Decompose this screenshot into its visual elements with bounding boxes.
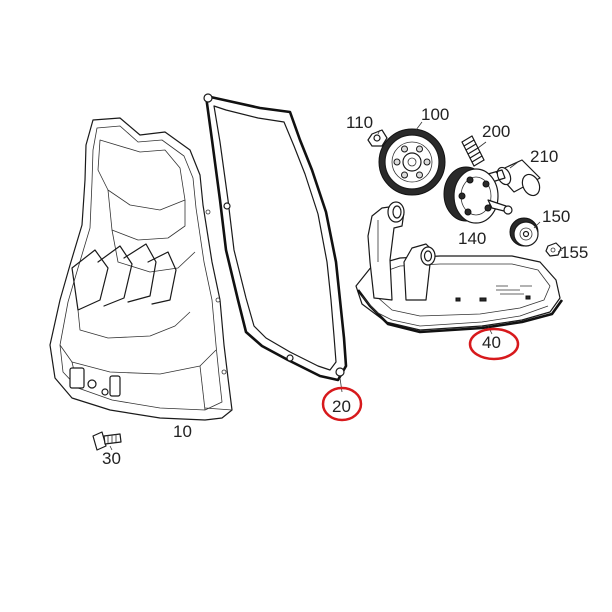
label-100: 100 — [421, 105, 449, 124]
bolt-part[interactable] — [92, 431, 122, 451]
leader-lines — [109, 121, 563, 451]
spring-part[interactable] — [461, 135, 485, 167]
label-40: 40 — [482, 333, 501, 352]
oil-pump-part[interactable] — [443, 166, 513, 224]
label-10: 10 — [173, 422, 192, 441]
label-140: 140 — [458, 229, 486, 248]
gear-hole — [401, 171, 408, 179]
label-210: 210 — [530, 147, 558, 166]
label-150: 150 — [542, 207, 570, 226]
label-200: 200 — [482, 122, 510, 141]
nut-part[interactable] — [545, 242, 562, 257]
gear-hole — [423, 158, 431, 166]
valve-part[interactable] — [487, 159, 543, 198]
oil-pan-part[interactable] — [49, 117, 233, 421]
gear-hole — [416, 171, 423, 179]
label-155: 155 — [560, 243, 588, 262]
gear-hole — [416, 145, 423, 153]
gear-part[interactable] — [378, 128, 446, 196]
highlight-ring-40 — [468, 327, 520, 361]
gear-hole — [401, 145, 408, 153]
label-110: 110 — [346, 113, 373, 132]
gear-hole — [393, 158, 401, 166]
highlight-ring-20 — [321, 386, 363, 422]
label-30: 30 — [102, 449, 121, 468]
pan-gasket-part[interactable] — [203, 93, 348, 382]
label-20: 20 — [332, 397, 351, 416]
oil-filter-part[interactable] — [355, 201, 564, 334]
washer-part[interactable] — [367, 129, 388, 147]
pulley-part[interactable] — [509, 217, 539, 247]
